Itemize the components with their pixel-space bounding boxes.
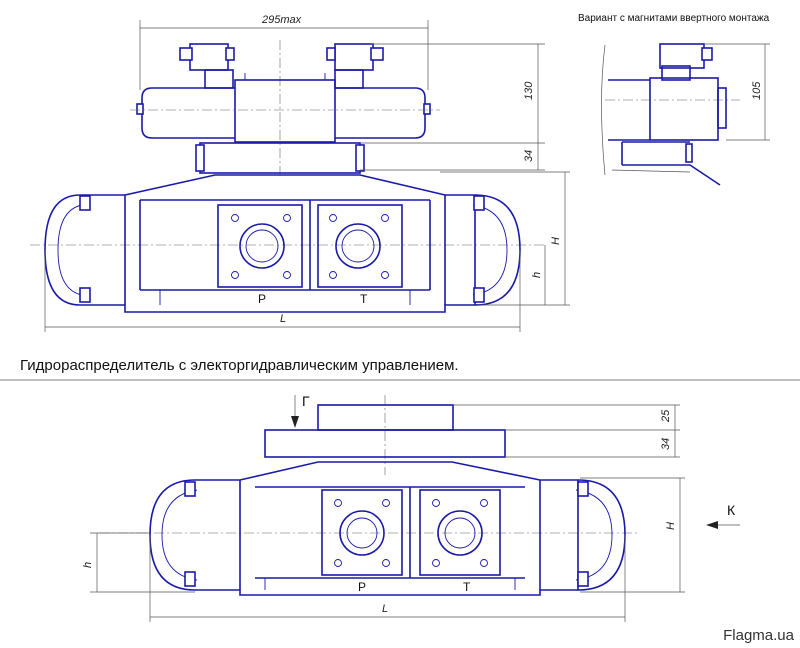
port-block-p	[217, 204, 303, 288]
dim-34: 34	[523, 150, 535, 162]
left-solenoid	[141, 87, 235, 139]
bottom-port-label-p: P	[358, 580, 366, 594]
right-solenoid	[335, 87, 426, 139]
port-label-t: T	[360, 292, 368, 306]
dim-H: H	[550, 237, 562, 245]
bottom-port-label-t: T	[463, 580, 471, 594]
bottom-view: Г К 25 34 H h L P T	[82, 393, 740, 622]
dim-bottom-h: h	[82, 562, 94, 568]
dim-130: 130	[523, 81, 535, 100]
watermark: Flagma.ua	[723, 627, 794, 644]
dim-L: L	[280, 313, 286, 325]
dim-top-width: 295max	[261, 14, 302, 26]
dim-bottom-25: 25	[660, 409, 672, 423]
variant-detail: 105	[601, 43, 770, 186]
dim-h: h	[531, 272, 543, 278]
view-label-g: Г	[302, 393, 310, 409]
variant-note: Вариант с магнитами ввертного монтажа	[578, 13, 770, 24]
dim-bottom-L: L	[382, 603, 388, 615]
dim-105: 105	[751, 81, 763, 100]
bottom-body-outline	[195, 461, 579, 596]
plate-block	[264, 429, 506, 458]
top-view: 295max 130 34 H h L P T	[30, 14, 570, 332]
dim-bottom-H: H	[665, 522, 677, 530]
port-block-t	[317, 204, 403, 288]
view-label-k: К	[727, 502, 736, 518]
port-label-p: P	[258, 292, 266, 306]
dim-bottom-34: 34	[660, 438, 672, 450]
bottom-port-block-p	[321, 489, 403, 576]
top-body-outline	[80, 174, 476, 313]
top-block	[317, 404, 454, 431]
pilot-valve-body	[234, 79, 336, 143]
bottom-port-block-t	[419, 489, 501, 576]
caption: Гидрораспределитель с электоргидравличес…	[20, 357, 459, 374]
